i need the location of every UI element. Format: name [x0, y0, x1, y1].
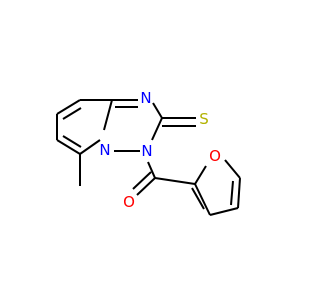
bond-n1-c2	[152, 102, 163, 119]
atom-n-ring: N	[141, 142, 152, 160]
bond-c8-c7	[56, 99, 81, 115]
bond-c6-c5	[56, 139, 81, 155]
bond-fc5-fc4-double	[230, 180, 234, 206]
bond-n4-c8a	[103, 99, 113, 131]
atom-n-imine: N	[140, 89, 151, 107]
bond-c2-n3	[151, 117, 163, 141]
bond-fc4-fc3	[209, 207, 239, 216]
bond-fc5-fc4	[237, 177, 241, 209]
molecule-structure: N N N S O O	[56, 89, 241, 216]
bond-o-fc5	[224, 159, 241, 179]
bond-c5-n4	[79, 139, 101, 155]
atom-o-carbonyl: O	[123, 193, 135, 211]
bond-n3-cco	[147, 161, 156, 179]
bond-cco-o	[136, 177, 156, 196]
bond-fc3-fc2	[194, 183, 211, 216]
bond-c6-c5-double	[62, 135, 82, 148]
bond-cco-furan	[154, 177, 196, 185]
bond-fc2-o	[194, 165, 207, 185]
bond-fc3-fc2-double	[191, 187, 205, 210]
bond-c8-c7-double	[62, 107, 82, 120]
atom-o-furan: O	[209, 147, 221, 165]
atom-n-bridge: N	[99, 141, 110, 159]
atom-s-thione: S	[199, 110, 209, 128]
bond-cco-o-double	[132, 171, 152, 190]
